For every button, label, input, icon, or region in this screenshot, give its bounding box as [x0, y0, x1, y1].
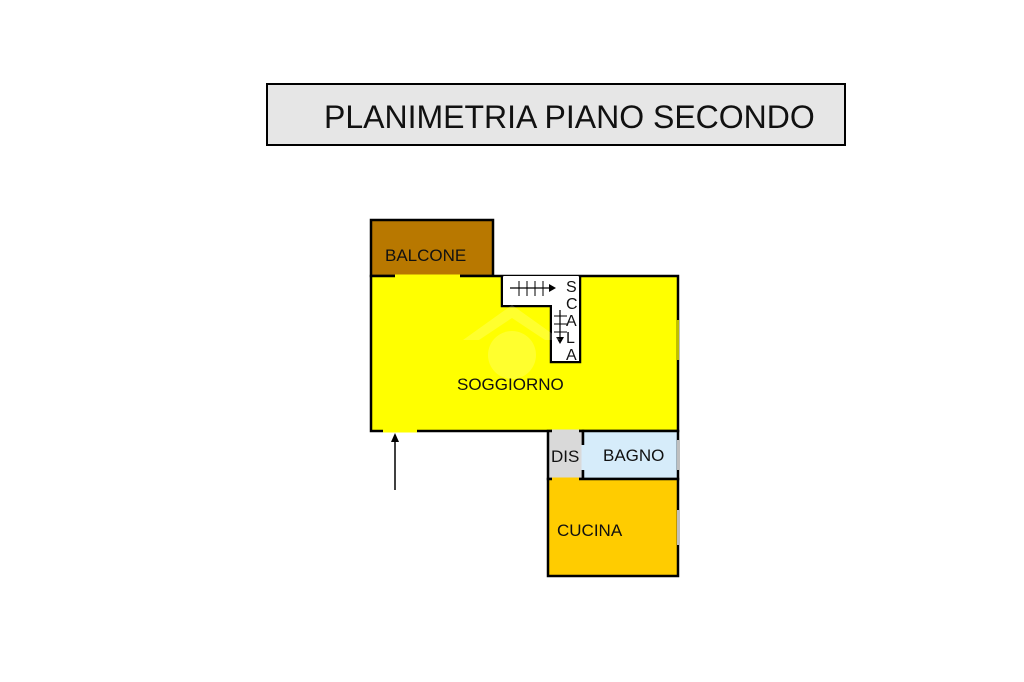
- stair-letter: A: [566, 347, 577, 364]
- label-bagno: BAGNO: [603, 446, 664, 465]
- title-box: PLANIMETRIA PIANO SECONDO: [266, 83, 846, 146]
- stair-letter: C: [566, 296, 578, 313]
- room-bagno: [581, 429, 680, 481]
- stair-arrow-right: [549, 284, 556, 292]
- page-title: PLANIMETRIA PIANO SECONDO: [324, 99, 815, 135]
- stair-fill: [503, 277, 579, 305]
- stair-letter: S: [566, 279, 577, 296]
- entrance-arrow-icon: [391, 433, 399, 442]
- stair-letter: L: [566, 330, 575, 347]
- stair-fill-lower: [552, 305, 579, 361]
- stair-arrow-down: [556, 337, 564, 344]
- label-soggiorno: SOGGIORNO: [457, 375, 564, 394]
- label-balcone: BALCONE: [385, 246, 466, 265]
- label-dis: DIS: [551, 447, 579, 466]
- room-balcone: [369, 218, 495, 278]
- label-cucina: CUCINA: [557, 521, 623, 540]
- watermark-logo: [463, 305, 561, 379]
- stair-letter: A: [566, 313, 577, 330]
